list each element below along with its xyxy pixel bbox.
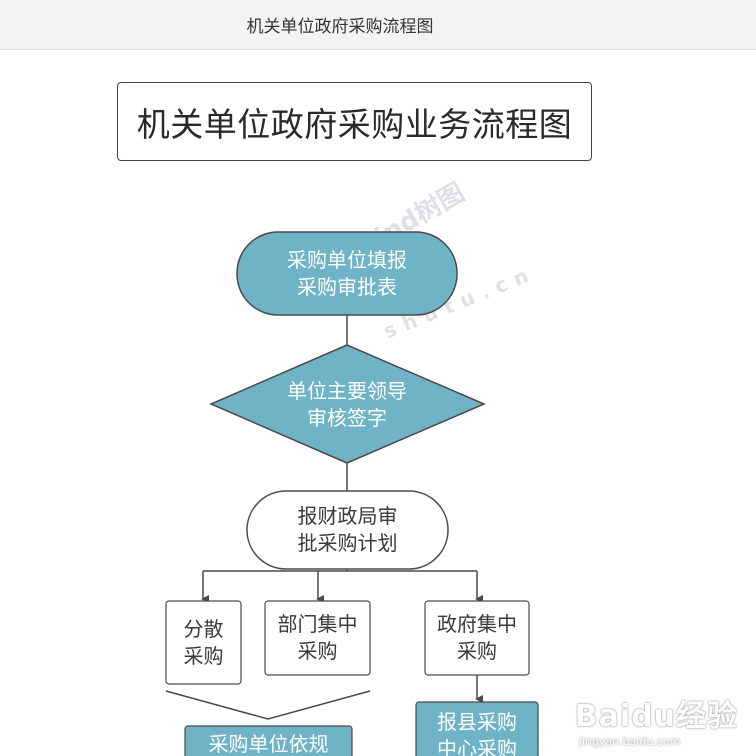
scattered-node-shape <box>165 600 242 685</box>
dept-central-node-label: 部门集中 采购 <box>277 612 358 663</box>
window-title: 机关单位政府采购流程图 <box>246 17 434 37</box>
finance-node-label: 报财政局审 批采购计划 <box>297 504 398 555</box>
start-node-label: 采购单位填报 采购审批表 <box>287 247 407 299</box>
flowchart-svg <box>165 231 539 756</box>
gov-central-node-label: 政府集中 采购 <box>437 612 517 663</box>
county-center-node-label: 报县采购 中心采购 <box>437 710 517 756</box>
diagram-title: 机关单位政府采购业务流程图 <box>136 104 573 144</box>
unit-by-rules-node-shape <box>184 725 353 756</box>
decision-node-label: 单位主要领导 审核签字 <box>287 379 407 430</box>
diagram-title-box: 机关单位政府采购业务流程图 <box>117 82 592 161</box>
window-title-bar: 机关单位政府采购流程图 <box>0 0 756 50</box>
merge-brace <box>165 690 371 720</box>
scattered-node-label: 分散 采购 <box>183 616 224 668</box>
diagram-canvas: TreeMind树图 shutu.cn <box>0 51 756 756</box>
unit-by-rules-node-label: 采购单位依规 <box>208 732 329 756</box>
dept-central-node-shape <box>264 600 371 676</box>
county-center-node-shape <box>415 701 539 756</box>
